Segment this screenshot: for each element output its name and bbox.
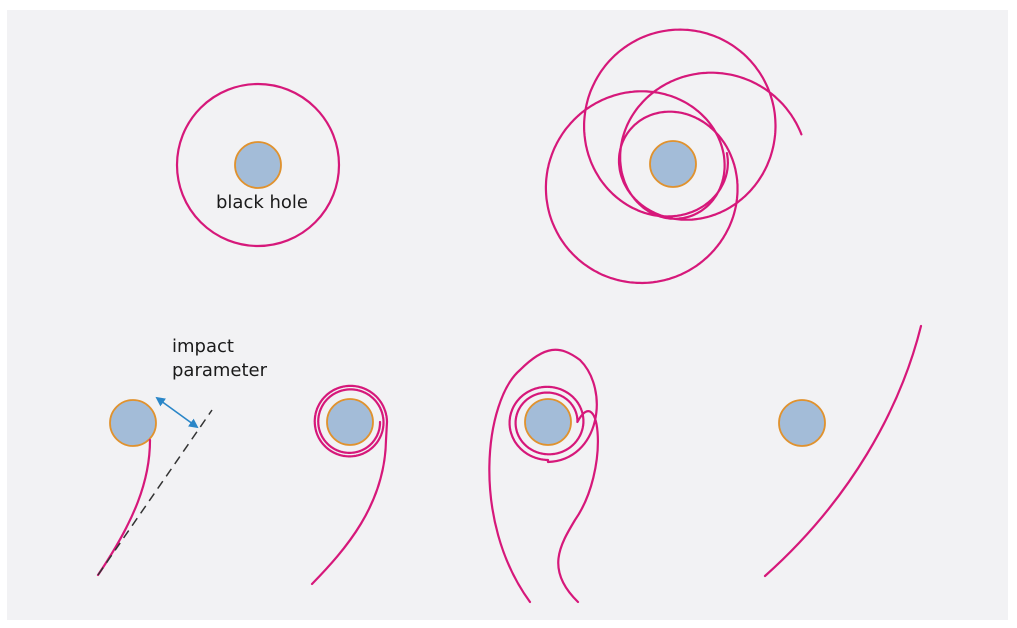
weakly-deflected-orbit-path <box>763 324 923 578</box>
double-loop-panel <box>488 348 599 604</box>
circular-orbit-panel: black hole <box>175 82 341 248</box>
black-hole <box>326 398 374 446</box>
multiple-loop-panel <box>310 384 389 586</box>
black-hole <box>778 399 826 447</box>
looping-orbit-path <box>310 384 389 586</box>
impact-parameter-label-line2: parameter <box>172 360 268 381</box>
large-impact-parameter-panel <box>763 324 923 578</box>
precessing-orbit-path <box>544 28 803 285</box>
double-loop-orbit-path <box>488 348 599 604</box>
black-hole <box>524 398 572 446</box>
black-hole <box>234 141 282 189</box>
diagram-panel <box>7 10 1008 620</box>
black-hole <box>649 140 697 188</box>
impact-parameter-arrow <box>155 396 199 429</box>
precessing-orbit-panel <box>544 28 803 285</box>
asymptote-dashed-line <box>97 409 213 576</box>
black-hole-label: black hole <box>216 192 308 213</box>
black-hole <box>109 399 157 447</box>
impact-parameter-label-line1: impact <box>172 336 234 357</box>
deflected-orbit-path <box>96 438 152 577</box>
impact-parameter-panel: impact parameter <box>96 336 268 577</box>
circular-orbit-path <box>175 82 341 248</box>
